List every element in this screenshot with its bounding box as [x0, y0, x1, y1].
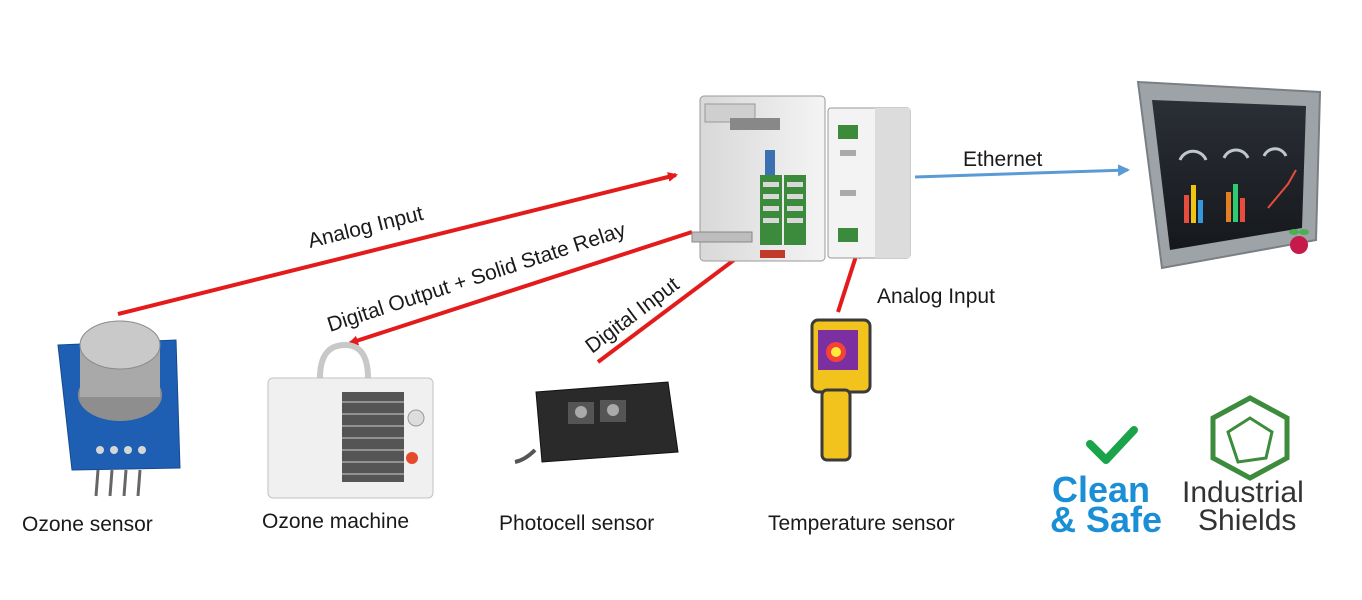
label-ethernet: Ethernet: [963, 148, 1043, 171]
clean-safe-logo: Clean & Safe: [1050, 426, 1162, 540]
arrow-temperature-to-plc: [836, 248, 861, 313]
label-digital-input-photocell: Digital Input: [581, 273, 684, 358]
caption-temperature-sensor: Temperature sensor: [768, 512, 955, 535]
connection-arrows: [117, 164, 1130, 364]
arrow-plc-to-panel: [914, 164, 1130, 179]
plc-controller-icon: [691, 95, 826, 262]
caption-photocell-sensor: Photocell sensor: [499, 512, 654, 535]
label-analog-input-temperature: Analog Input: [877, 285, 995, 308]
logo-clean-line2: & Safe: [1050, 499, 1162, 540]
ozone-machine-icon: [267, 341, 434, 499]
arrow-plc-to-ozone-machine: [348, 230, 693, 346]
ozone-sensor-icon: [57, 320, 181, 497]
arrow-ozone-sensor-to-plc: [117, 172, 678, 316]
thermal-camera-icon: [810, 318, 872, 462]
caption-ozone-machine: Ozone machine: [262, 510, 409, 533]
checkmark-icon: [1086, 426, 1138, 464]
caption-ozone-sensor: Ozone sensor: [22, 513, 153, 536]
logo-clean-line1: Clean: [1052, 469, 1150, 510]
raspberry-pi-icon: [1289, 229, 1309, 254]
hexagon-shield-icon: [1210, 395, 1290, 481]
arrow-photocell-to-plc: [596, 249, 748, 364]
touch-panel-icon: [1136, 80, 1322, 270]
industrial-shields-logo: Industrial Shields: [1182, 395, 1304, 537]
power-supply-icon: [827, 107, 911, 259]
label-analog-input-ozone: Analog Input: [306, 202, 426, 253]
photocell-sensor-icon: [514, 381, 679, 464]
logo-industrial-line1: Industrial: [1182, 476, 1304, 509]
logo-industrial-line2: Shields: [1198, 504, 1296, 537]
